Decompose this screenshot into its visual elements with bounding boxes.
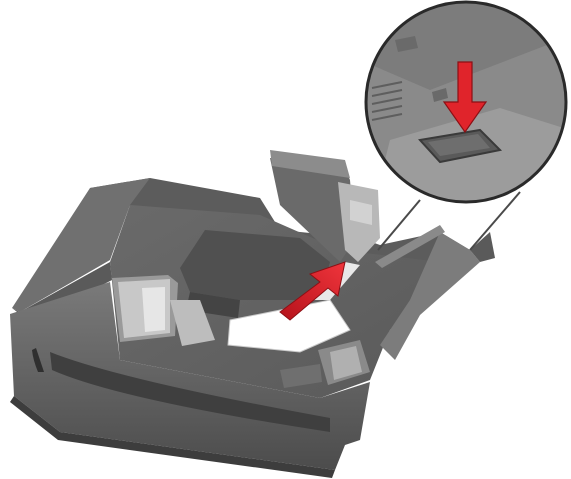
tray-right-wall	[380, 232, 480, 360]
insert-arrow-icon	[279, 261, 346, 321]
right-width-guide	[280, 340, 370, 388]
tray-left-wall	[12, 178, 150, 312]
paper-tray	[10, 150, 495, 478]
paper-stack	[227, 299, 351, 353]
tray-lift-plate	[180, 230, 330, 300]
zoom-inset	[364, 0, 568, 251]
rear-length-guide	[270, 158, 355, 262]
push-arrow-icon	[442, 61, 488, 134]
tray-handle	[50, 352, 330, 432]
left-width-guide	[112, 275, 215, 346]
